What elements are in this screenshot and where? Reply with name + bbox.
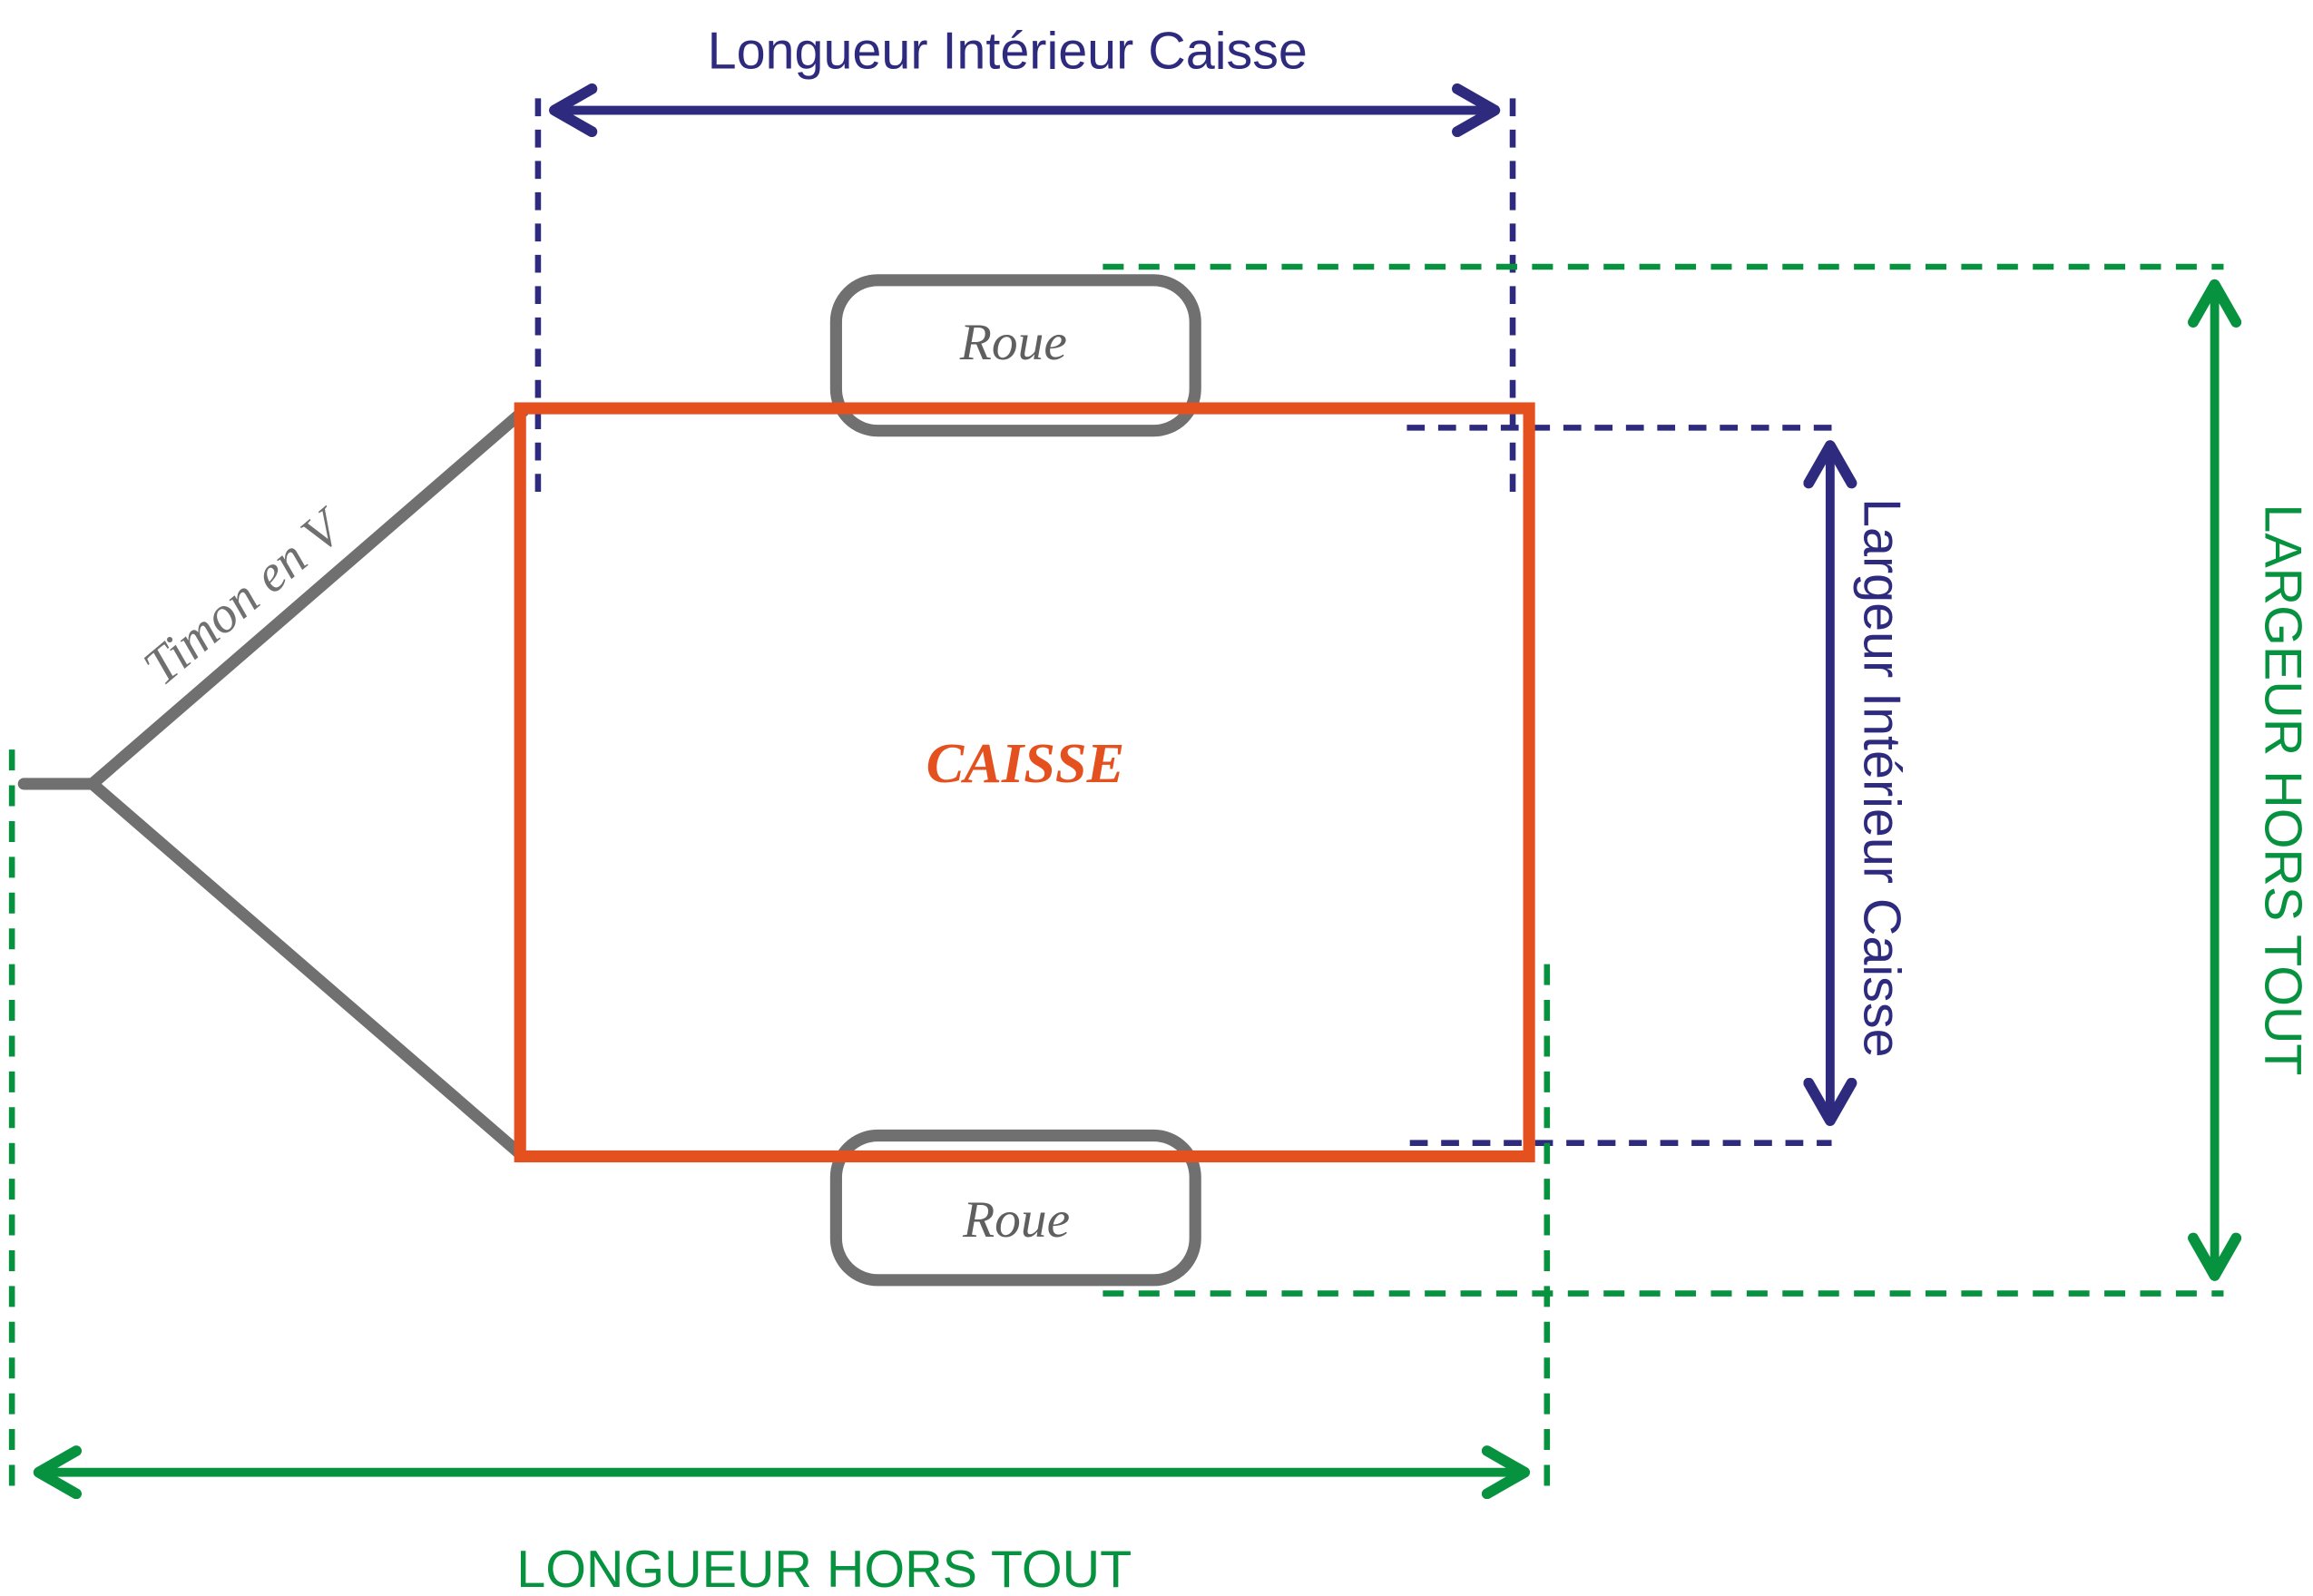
wheel-bottom-shape (829, 1129, 1201, 1287)
wheel-bottom-label: Roue (962, 1191, 1070, 1248)
interior-width-dimension: Largeur Intérieur Caisse (1406, 425, 1911, 1146)
wheel-top: Roue (829, 274, 1201, 437)
overall-width-label: LARGEUR HORS TOUT (2253, 504, 2311, 1075)
wheel-bottom: Roue (829, 1129, 1201, 1287)
interior-length-dimension: Longueur Intérieur Caisse (534, 23, 1516, 500)
overall-length-label: LONGUEUR HORS TOUT (516, 1541, 1132, 1596)
drawbar-upper-arm (86, 405, 530, 790)
body-label: CAISSE (926, 732, 1125, 795)
overall-length-dimension: LONGUEUR HORS TOUT (8, 749, 1551, 1596)
drawbar-lower-arm (86, 778, 530, 1163)
trailer-body (514, 402, 1535, 1163)
overall-width-dimension: LARGEUR HORS TOUT (1103, 263, 2311, 1297)
drawbar-label: Timon en V (133, 496, 357, 696)
v-drawbar: Timon en V (17, 405, 530, 1163)
interior-width-label: Largeur Intérieur Caisse (1853, 498, 1911, 1057)
interior-length-label: Longueur Intérieur Caisse (708, 23, 1308, 81)
wheel-top-shape (829, 274, 1201, 437)
wheel-top-label: Roue (959, 314, 1067, 371)
